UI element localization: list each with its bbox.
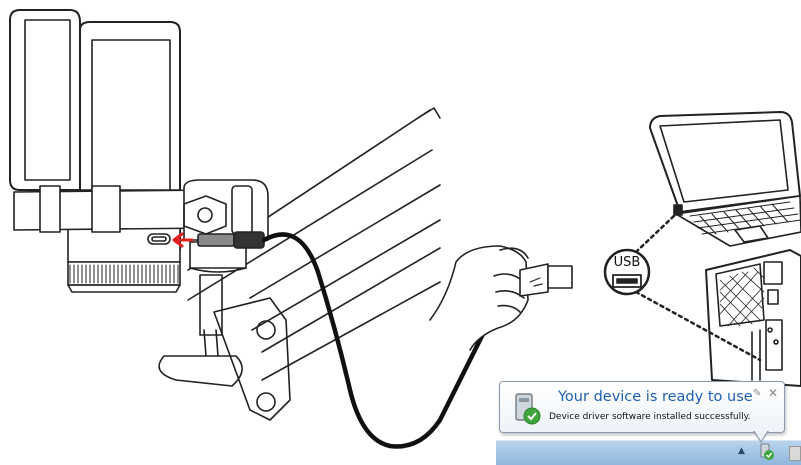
notification-balloon[interactable]: Your device is ready to use Device drive… [499, 381, 785, 433]
device-installed-icon[interactable] [758, 443, 776, 461]
pin-icon[interactable]: ✎ [753, 388, 761, 399]
notification-message: Device driver software installed success… [549, 412, 751, 422]
microphone [10, 10, 268, 292]
close-icon[interactable]: ✕ [768, 386, 778, 400]
hand-holding-plug [430, 246, 572, 350]
tray-expand-icon[interactable]: ▲ [738, 446, 745, 456]
device-install-icon [510, 392, 544, 426]
notification-title: Your device is ready to use [558, 389, 753, 405]
desktop-tower [706, 250, 801, 386]
dotted-line-laptop [636, 214, 676, 252]
usb-label: USB [604, 256, 650, 270]
windows-taskbar [496, 440, 801, 465]
laptop [650, 112, 801, 246]
tray-app-icon[interactable] [789, 446, 801, 461]
balloon-tail-inner [754, 430, 768, 441]
